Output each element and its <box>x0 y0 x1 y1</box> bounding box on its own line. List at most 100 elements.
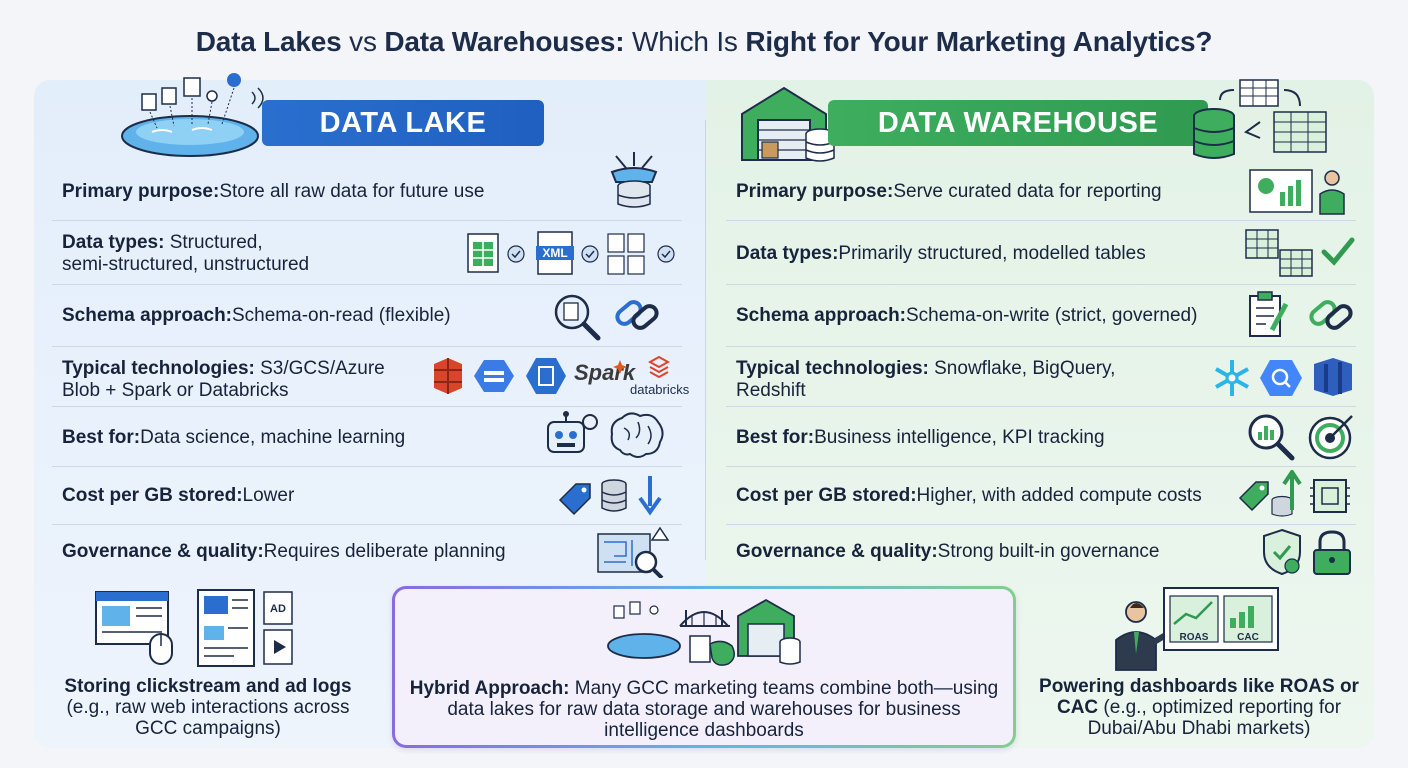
roas-label: ROAS <box>1180 632 1209 643</box>
databricks-label: databricks <box>630 382 690 397</box>
ingest-database-icon <box>610 152 658 208</box>
clickstream-caption: Storing clickstream and ad logs (e.g., r… <box>52 676 364 739</box>
magnifier-document-icon <box>554 294 601 341</box>
row-separator <box>726 346 1356 347</box>
target-icon <box>1308 415 1353 460</box>
ad-label: AD <box>270 603 286 615</box>
brain-icon <box>610 412 664 458</box>
row-value: Requires deliberate planning <box>263 541 506 562</box>
row-label: Cost per GB stored: <box>62 485 243 506</box>
row-value: Business intelligence, KPI tracking <box>814 427 1105 448</box>
row-value: Higher, with added compute costs <box>916 485 1202 506</box>
s3-logo-icon <box>434 358 462 394</box>
row-separator <box>726 524 1356 525</box>
row-label: Best for: <box>736 427 815 448</box>
spark-star-icon <box>613 360 627 374</box>
xml-label: XML <box>542 246 567 260</box>
row-separator <box>726 466 1356 467</box>
bigquery-logo-icon <box>1260 360 1302 396</box>
lake-row-schema: Schema approach: Schema-on-read (flexibl… <box>62 304 451 328</box>
robot-icon <box>547 411 598 453</box>
row-value: Serve curated data for reporting <box>893 181 1162 202</box>
row-value-line2: Blob + Spark or Databricks <box>62 380 289 401</box>
row-value: S3/GCS/Azure <box>254 358 385 379</box>
row-value: Store all raw data for future use <box>219 181 485 202</box>
hybrid-rest: Many GCC marketing teams combine both—us… <box>569 678 999 699</box>
row-label: Cost per GB stored: <box>736 485 917 506</box>
row-label: Schema approach: <box>62 305 232 326</box>
row-value: Schema-on-read (flexible) <box>232 305 451 326</box>
tables-checkmark-icon <box>1245 229 1355 277</box>
row-value: Structured, <box>164 232 263 253</box>
row-separator <box>726 220 1356 221</box>
presenter-dashboard-icon: ROAS CAC <box>1115 587 1279 671</box>
caption-bold-2: CAC <box>1056 697 1099 718</box>
warehouse-row-primary-purpose: Primary purpose: Serve curated data for … <box>736 180 1162 204</box>
panel-divider <box>705 120 706 560</box>
row-separator <box>726 406 1356 407</box>
warehouse-row-technologies: Typical technologies: Snowflake, BigQuer… <box>736 358 1115 402</box>
gcs-logo-icon <box>474 360 514 392</box>
shield-lock-icon <box>1263 528 1351 576</box>
row-value: Snowflake, BigQuery, <box>928 358 1116 379</box>
caption-rest-2: GCC campaigns) <box>135 718 281 739</box>
row-label: Best for: <box>62 427 141 448</box>
blueprint-magnifier-warning-icon <box>597 526 670 578</box>
row-separator <box>52 406 682 407</box>
hybrid-line-2: data lakes for raw data storage and ware… <box>447 699 961 720</box>
row-value: Strong built-in governance <box>937 541 1160 562</box>
spark-logo-icon: Spark <box>574 360 636 385</box>
lake-row-governance: Governance & quality: Requires deliberat… <box>62 540 506 564</box>
row-label: Data types: <box>62 232 165 253</box>
row-separator <box>52 346 682 347</box>
structured-file-types-icon: XML <box>467 231 675 275</box>
chain-link-icon <box>1309 300 1353 330</box>
row-value-line2: Redshift <box>736 380 806 401</box>
hybrid-caption: Hybrid Approach: Many GCC marketing team… <box>400 678 1008 741</box>
row-label: Primary purpose: <box>736 181 894 202</box>
row-label: Primary purpose: <box>62 181 220 202</box>
row-separator <box>52 524 682 525</box>
row-label: Governance & quality: <box>62 541 264 562</box>
dashboards-caption: Powering dashboards like ROAS or CAC (e.… <box>1036 676 1362 739</box>
warehouse-row-cost: Cost per GB stored: Higher, with added c… <box>736 484 1202 508</box>
chain-link-icon <box>615 300 659 330</box>
title-warehouses: Data Warehouses: <box>384 26 625 57</box>
database-tables-flow-icon <box>1193 79 1327 159</box>
caption-rest-2: Dubai/Abu Dhabi markets) <box>1087 718 1311 739</box>
row-label: Typical technologies: <box>736 358 929 379</box>
lake-row-best-for: Best for: Data science, machine learning <box>62 426 405 450</box>
row-separator <box>52 466 682 467</box>
row-separator <box>726 284 1356 285</box>
price-tag-coins-down-icon <box>558 476 662 516</box>
cac-label: CAC <box>1237 632 1259 643</box>
tag-coins-up-chip-icon <box>1238 470 1350 517</box>
clipboard-pencil-icon <box>1249 291 1289 337</box>
row-value-line2: semi-structured, unstructured <box>62 254 310 275</box>
data-warehouse-banner: DATA WAREHOUSE <box>828 100 1208 146</box>
page-title: Data Lakes vs Data Warehouses: Which Is … <box>0 26 1408 58</box>
lake-row-cost: Cost per GB stored: Lower <box>62 484 294 508</box>
row-separator <box>52 284 682 285</box>
data-lake-banner: DATA LAKE <box>262 100 544 146</box>
title-vs: vs <box>341 26 385 57</box>
snowflake-logo-icon <box>1215 360 1249 396</box>
hybrid-line-3: intelligence dashboards <box>604 720 804 741</box>
warehouse-row-schema: Schema approach: Schema-on-write (strict… <box>736 304 1197 328</box>
row-value: Data science, machine learning <box>140 427 406 448</box>
caption-bold: Storing clickstream and ad logs <box>64 676 352 697</box>
redshift-logo-icon <box>1314 358 1352 396</box>
row-separator <box>52 220 682 221</box>
row-label: Governance & quality: <box>736 541 938 562</box>
title-question: Right for Your Marketing Analytics? <box>745 26 1213 57</box>
row-value: Lower <box>242 485 295 506</box>
caption-rest: (e.g., raw web interactions across <box>66 697 350 718</box>
lake-row-primary-purpose: Primary purpose: Store all raw data for … <box>62 180 484 204</box>
row-value: Schema-on-write (strict, governed) <box>906 305 1198 326</box>
warehouse-row-best-for: Best for: Business intelligence, KPI tra… <box>736 426 1105 450</box>
magnifier-chart-icon <box>1248 414 1295 461</box>
row-label: Typical technologies: <box>62 358 255 379</box>
title-lakes: Data Lakes <box>195 26 342 57</box>
row-label: Data types: <box>736 243 839 264</box>
